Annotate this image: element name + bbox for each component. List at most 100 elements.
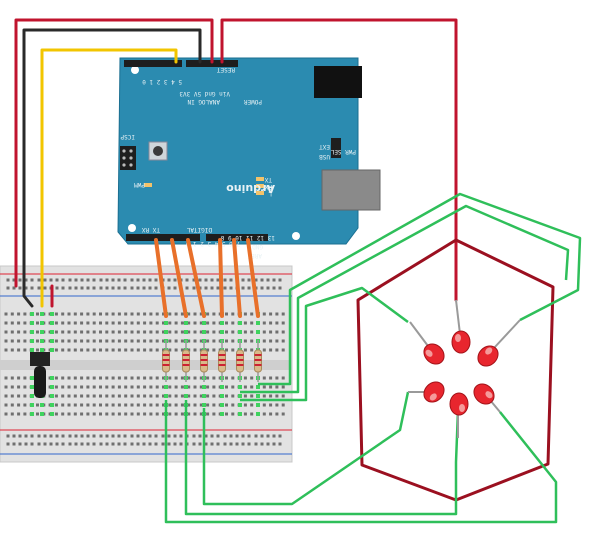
breadboard-hole bbox=[92, 278, 96, 282]
breadboard-hole bbox=[199, 348, 203, 352]
breadboard-hole bbox=[193, 376, 197, 380]
breadboard-hole bbox=[212, 312, 216, 316]
breadboard-hole bbox=[281, 339, 285, 343]
breadboard-hole bbox=[216, 278, 220, 282]
breadboard-hole bbox=[136, 339, 140, 343]
breadboard-hole bbox=[92, 312, 96, 316]
resistor-band bbox=[218, 359, 226, 361]
breadboard-hole bbox=[136, 394, 140, 398]
breadboard-hole bbox=[149, 312, 153, 316]
breadboard-hole bbox=[162, 330, 165, 334]
signal-wires bbox=[154, 238, 260, 318]
breadboard-hole bbox=[149, 330, 153, 334]
breadboard-hole bbox=[92, 394, 96, 398]
resistor-band bbox=[254, 359, 262, 361]
breadboard-hole bbox=[67, 403, 71, 407]
breadboard-hole bbox=[241, 434, 245, 438]
breadboard-hole bbox=[216, 434, 220, 438]
breadboard-hole bbox=[247, 278, 251, 282]
breadboard-hole bbox=[155, 412, 159, 416]
breadboard-hole bbox=[86, 412, 90, 416]
breadboard-hole bbox=[92, 434, 96, 438]
label-digital: DIGITAL bbox=[186, 226, 212, 233]
breadboard-hole bbox=[149, 321, 153, 325]
breadboard-hole bbox=[229, 434, 233, 438]
breadboard-hole bbox=[80, 442, 84, 446]
breadboard-hole bbox=[155, 385, 159, 389]
breadboard-hole bbox=[198, 434, 202, 438]
breadboard-hole bbox=[130, 394, 134, 398]
breadboard-hole bbox=[73, 312, 77, 316]
breadboard-hole bbox=[212, 376, 216, 380]
breadboard-hole bbox=[162, 394, 165, 398]
breadboard-hole bbox=[162, 321, 165, 325]
breadboard-hole bbox=[212, 321, 216, 325]
breadboard-hole bbox=[193, 385, 197, 389]
highlighted-hole bbox=[40, 330, 44, 334]
breadboard-hole bbox=[269, 412, 273, 416]
highlighted-hole bbox=[238, 394, 242, 398]
breadboard-hole bbox=[243, 385, 247, 389]
breadboard-hole bbox=[4, 376, 8, 380]
breadboard-hole bbox=[67, 330, 71, 334]
breadboard-hole bbox=[111, 330, 115, 334]
highlighted-hole bbox=[30, 330, 34, 334]
highlighted-hole bbox=[30, 312, 34, 316]
breadboard-hole bbox=[167, 434, 171, 438]
breadboard-hole bbox=[54, 403, 58, 407]
breadboard-hole bbox=[124, 394, 128, 398]
breadboard-hole bbox=[73, 376, 77, 380]
highlighted-hole bbox=[184, 394, 188, 398]
breadboard-hole bbox=[80, 312, 84, 316]
breadboard-hole bbox=[30, 442, 34, 446]
breadboard-hole bbox=[281, 412, 285, 416]
label-ext: EXT bbox=[319, 143, 330, 150]
breadboard-hole bbox=[275, 321, 279, 325]
breadboard-hole bbox=[192, 286, 196, 290]
breadboard-hole bbox=[111, 376, 115, 380]
breadboard-hole bbox=[105, 434, 109, 438]
breadboard-hole bbox=[111, 385, 115, 389]
breadboard-hole bbox=[54, 376, 58, 380]
breadboard-hole bbox=[30, 434, 34, 438]
highlighted-hole bbox=[30, 412, 34, 416]
breadboard-hole bbox=[243, 330, 247, 334]
breadboard-hole bbox=[250, 312, 254, 316]
breadboard-hole bbox=[61, 442, 65, 446]
breadboard-hole bbox=[223, 442, 227, 446]
breadboard-hole bbox=[143, 339, 147, 343]
breadboard-hole bbox=[105, 442, 109, 446]
breadboard-hole bbox=[67, 376, 71, 380]
breadboard-hole bbox=[17, 394, 21, 398]
breadboard-hole bbox=[275, 403, 279, 407]
highlighted-hole bbox=[30, 376, 34, 380]
breadboard-hole bbox=[272, 442, 276, 446]
breadboard-hole bbox=[155, 321, 159, 325]
breadboard-hole bbox=[67, 385, 71, 389]
breadboard-hole bbox=[61, 394, 65, 398]
breadboard-hole bbox=[136, 286, 140, 290]
breadboard-hole bbox=[61, 330, 65, 334]
breadboard-hole bbox=[204, 434, 208, 438]
breadboard-hole bbox=[61, 403, 65, 407]
breadboard-hole bbox=[187, 376, 191, 380]
breadboard-hole bbox=[130, 412, 134, 416]
breadboard-hole bbox=[73, 394, 77, 398]
wire-green bbox=[240, 204, 570, 394]
breadboard-hole bbox=[4, 394, 8, 398]
breadboard-hole bbox=[105, 278, 109, 282]
breadboard-hole bbox=[80, 403, 84, 407]
breadboard-hole bbox=[275, 348, 279, 352]
breadboard-hole bbox=[281, 312, 285, 316]
breadboard-hole bbox=[123, 442, 127, 446]
breadboard-hole bbox=[241, 286, 245, 290]
highlighted-hole bbox=[30, 339, 34, 343]
breadboard-hole bbox=[73, 348, 77, 352]
breadboard-hole bbox=[162, 312, 165, 316]
breadboard-hole bbox=[223, 286, 227, 290]
breadboard-hole bbox=[269, 385, 273, 389]
breadboard-hole bbox=[117, 321, 121, 325]
breadboard-hole bbox=[180, 348, 184, 352]
resistors bbox=[162, 340, 262, 382]
breadboard-hole bbox=[17, 385, 21, 389]
